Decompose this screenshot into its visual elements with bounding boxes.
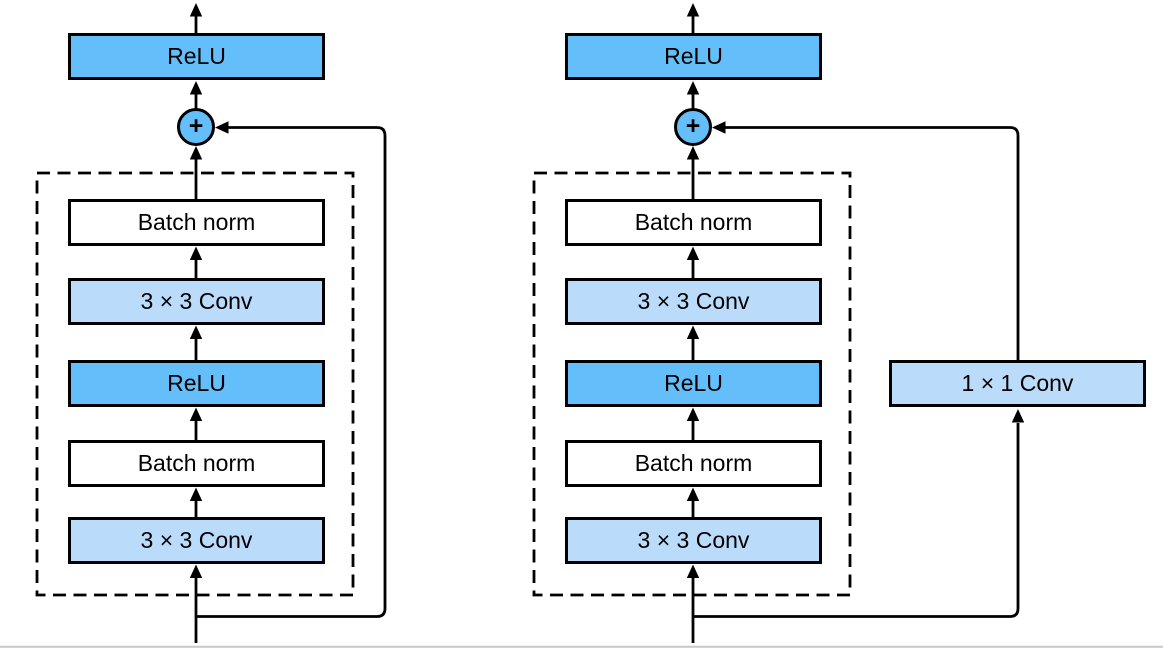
right-skip-to-conv-head (1011, 409, 1025, 423)
left-relu-to-conv1-head (189, 325, 203, 339)
left-inner-relu-box: ReLU (68, 360, 325, 407)
right-batch-norm-2-box: Batch norm (565, 440, 822, 487)
left-batch-norm-2-box: Batch norm (68, 440, 325, 487)
left-bn2-to-relu-head (189, 407, 203, 421)
right-skip-arrow-head (712, 121, 726, 134)
right-inner-relu-label: ReLU (664, 370, 723, 396)
right-skip-lower-segment (693, 423, 1020, 618)
right-skip-upper-segment (718, 126, 1020, 360)
right-input-arrow-head (686, 564, 700, 578)
right-shortcut-conv-label: 1 × 1 Conv (961, 370, 1074, 396)
right-conv-2-box: 3 × 3 Conv (565, 517, 822, 564)
left-conv1-to-bn1-head (189, 246, 203, 260)
right-add-symbol: + (685, 111, 701, 140)
left-batch-norm-1-label: Batch norm (137, 209, 256, 235)
left-skip-connection (196, 126, 387, 618)
right-conv-1-label: 3 × 3 Conv (637, 288, 750, 314)
left-conv-2-box: 3 × 3 Conv (68, 517, 325, 564)
left-bn1-to-add-head (189, 146, 203, 160)
right-conv-2-label: 3 × 3 Conv (637, 527, 750, 553)
left-inner-relu-label: ReLU (167, 370, 226, 396)
right-output-relu-box: ReLU (565, 33, 822, 80)
right-conv2-to-bn2-head (686, 487, 700, 501)
right-batch-norm-2-label: Batch norm (634, 450, 753, 476)
right-conv-1-box: 3 × 3 Conv (565, 278, 822, 325)
left-conv-2-label: 3 × 3 Conv (140, 527, 253, 553)
left-skip-arrow-head (215, 121, 229, 134)
right-shortcut-conv-box: 1 × 1 Conv (889, 360, 1146, 407)
right-relu-to-conv1-head (686, 325, 700, 339)
right-output-arrow-head (686, 3, 700, 17)
right-add-to-relu-head (686, 81, 700, 95)
right-bn1-to-add-head (686, 146, 700, 160)
left-conv-1-box: 3 × 3 Conv (68, 278, 325, 325)
left-output-arrow-head (189, 3, 203, 17)
left-add-to-relu-head (189, 81, 203, 95)
left-input-arrow-head (189, 564, 203, 578)
right-batch-norm-1-label: Batch norm (634, 209, 753, 235)
right-conv1-to-bn1-head (686, 246, 700, 260)
left-conv-1-label: 3 × 3 Conv (140, 288, 253, 314)
left-output-relu-box: ReLU (68, 33, 325, 80)
left-batch-norm-1-box: Batch norm (68, 199, 325, 246)
right-add-junction: + (674, 108, 712, 146)
right-inner-relu-box: ReLU (565, 360, 822, 407)
left-block-connections (35, 3, 387, 643)
left-output-relu-label: ReLU (167, 43, 226, 69)
right-batch-norm-1-box: Batch norm (565, 199, 822, 246)
right-bn2-to-relu-head (686, 407, 700, 421)
left-add-symbol: + (188, 111, 204, 140)
left-conv2-to-bn2-head (189, 487, 203, 501)
left-add-junction: + (177, 108, 215, 146)
right-output-relu-label: ReLU (664, 43, 723, 69)
right-block-connections (532, 3, 1025, 643)
left-batch-norm-2-label: Batch norm (137, 450, 256, 476)
